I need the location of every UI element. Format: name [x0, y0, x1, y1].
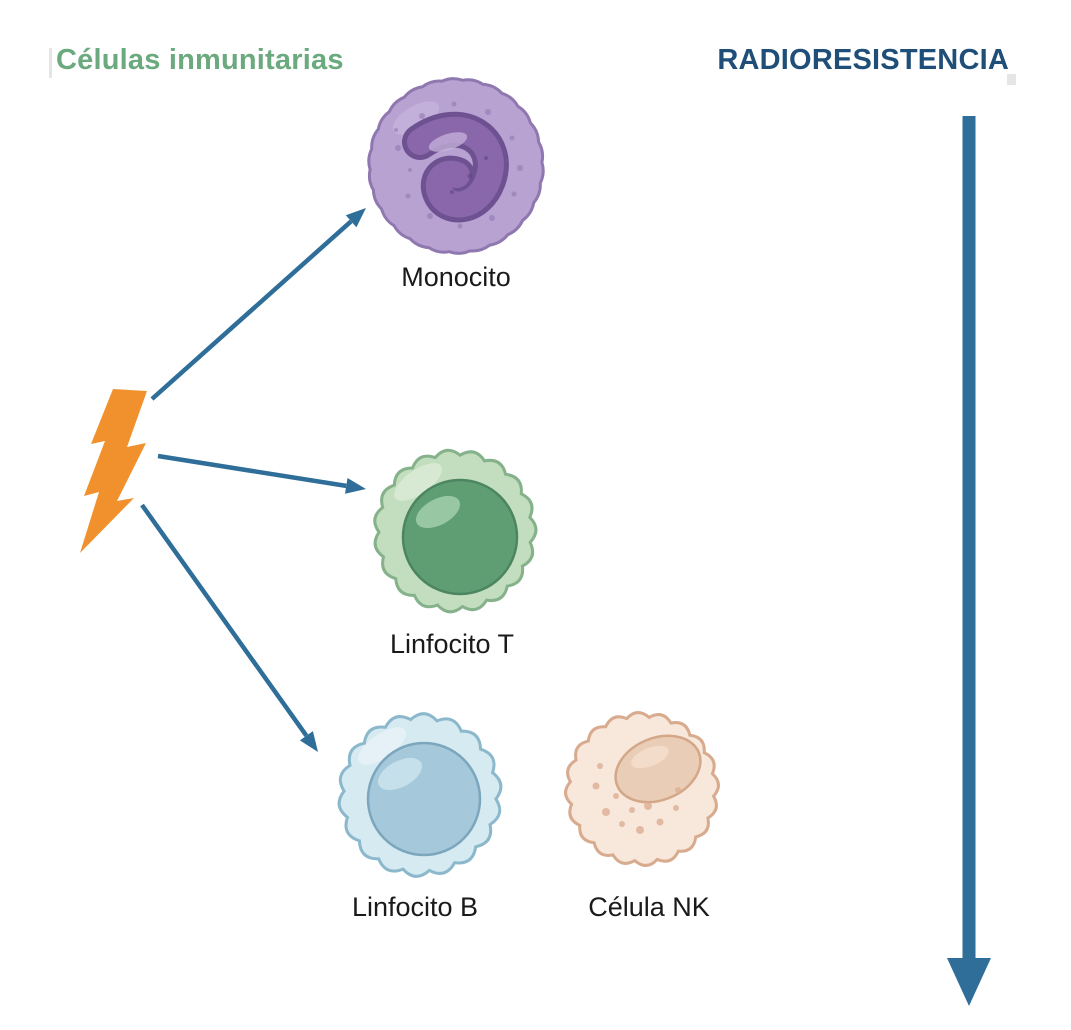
label-celula-nk: Célula NK: [588, 892, 710, 922]
celula-nk-illustration: [564, 711, 720, 867]
monocito-illustration: [367, 77, 545, 255]
title-radioresistance: RADIORESISTENCIA: [717, 44, 1009, 76]
label-monocito: Monocito: [401, 262, 511, 292]
label-linfocito-t: Linfocito T: [389, 629, 515, 659]
stray-mark-left: [49, 48, 52, 78]
lightning-bolt-icon: [80, 389, 147, 553]
title-immune-cells: Células inmunitarias: [56, 44, 344, 76]
arrow-to-monocito: [150, 208, 366, 401]
radioresistance-down-arrow: [947, 116, 991, 1006]
stray-mark-right: [1007, 74, 1016, 85]
linfocito-t-illustration: [373, 448, 538, 614]
arrow-to-linfocito-t: [157, 453, 366, 494]
label-linfocito-b: Linfocito B: [351, 892, 479, 922]
linfocito-b-illustration: [337, 712, 503, 878]
arrow-to-linfocito-b: [140, 503, 318, 752]
